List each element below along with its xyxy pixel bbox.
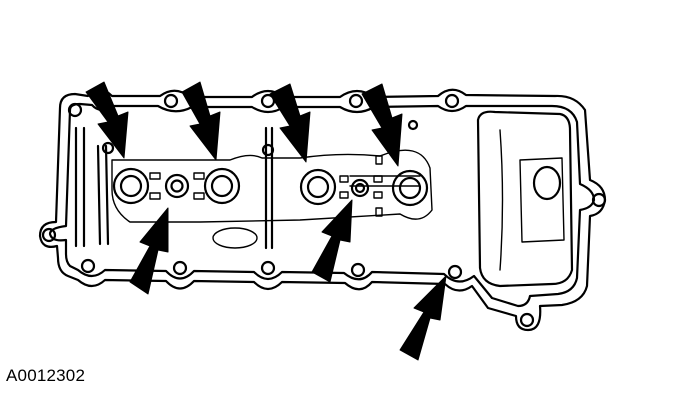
bolt-hole: [172, 260, 188, 276]
arrow-top-3: [269, 83, 311, 163]
arrow-bottom-1: [129, 207, 169, 295]
seal-pad: [149, 192, 161, 200]
callout-arrows: [85, 81, 447, 361]
bolt-hole: [67, 102, 83, 118]
right-compartment-ridge: [499, 129, 504, 271]
cover-inner-detail: [111, 149, 433, 223]
right-compartment: [476, 110, 574, 288]
bolt-hole: [163, 93, 179, 109]
seal-pad: [373, 191, 383, 199]
bolt-hole: [41, 227, 57, 243]
bolt-hole: [444, 93, 460, 109]
small-seals: [164, 173, 370, 199]
arrow-top-2: [181, 81, 221, 161]
small-seal-2: [350, 178, 370, 198]
arrow-bottom-3: [399, 275, 447, 361]
arrow-top-1: [85, 81, 129, 159]
spark-plug-seal-2: [203, 167, 241, 205]
seal-pad: [375, 155, 383, 165]
figure-reference-code: A0012302: [6, 366, 86, 385]
oil-fill-opening: [532, 165, 562, 201]
gasket-outer-outline: [38, 88, 607, 332]
mid-rib: [264, 126, 274, 250]
left-rib: [74, 126, 110, 248]
bolt-hole: [591, 192, 607, 208]
seal-pad: [339, 175, 349, 183]
seal-pad: [339, 191, 349, 199]
bolt-hole: [350, 262, 366, 278]
cover-boss: [212, 227, 258, 249]
arrow-top-4: [361, 83, 403, 167]
arrow-bottom-2: [311, 199, 353, 283]
bolt-hole: [447, 264, 463, 280]
seal-pad: [149, 172, 161, 180]
bolt-hole: [260, 260, 276, 276]
spark-plug-seals: [112, 167, 429, 207]
spark-plug-seal-3: [299, 168, 337, 206]
bolt-hole: [80, 258, 96, 274]
spark-plug-seal-1: [112, 167, 150, 205]
bolt-hole: [101, 141, 115, 155]
seal-pad: [193, 192, 205, 200]
spark-plug-seal-4: [391, 169, 429, 207]
gasket-inner-outline: [48, 102, 596, 308]
bolt-hole: [407, 119, 419, 131]
seal-pad: [375, 207, 383, 217]
bolt-hole: [519, 312, 535, 328]
seal-pad: [373, 175, 383, 183]
seal-pad: [193, 172, 205, 180]
right-compartment-inner: [519, 157, 565, 243]
cover-tube: [349, 175, 421, 187]
seal-pads: [149, 155, 383, 217]
small-seal-1: [164, 173, 190, 199]
bolt-hole: [348, 93, 364, 109]
